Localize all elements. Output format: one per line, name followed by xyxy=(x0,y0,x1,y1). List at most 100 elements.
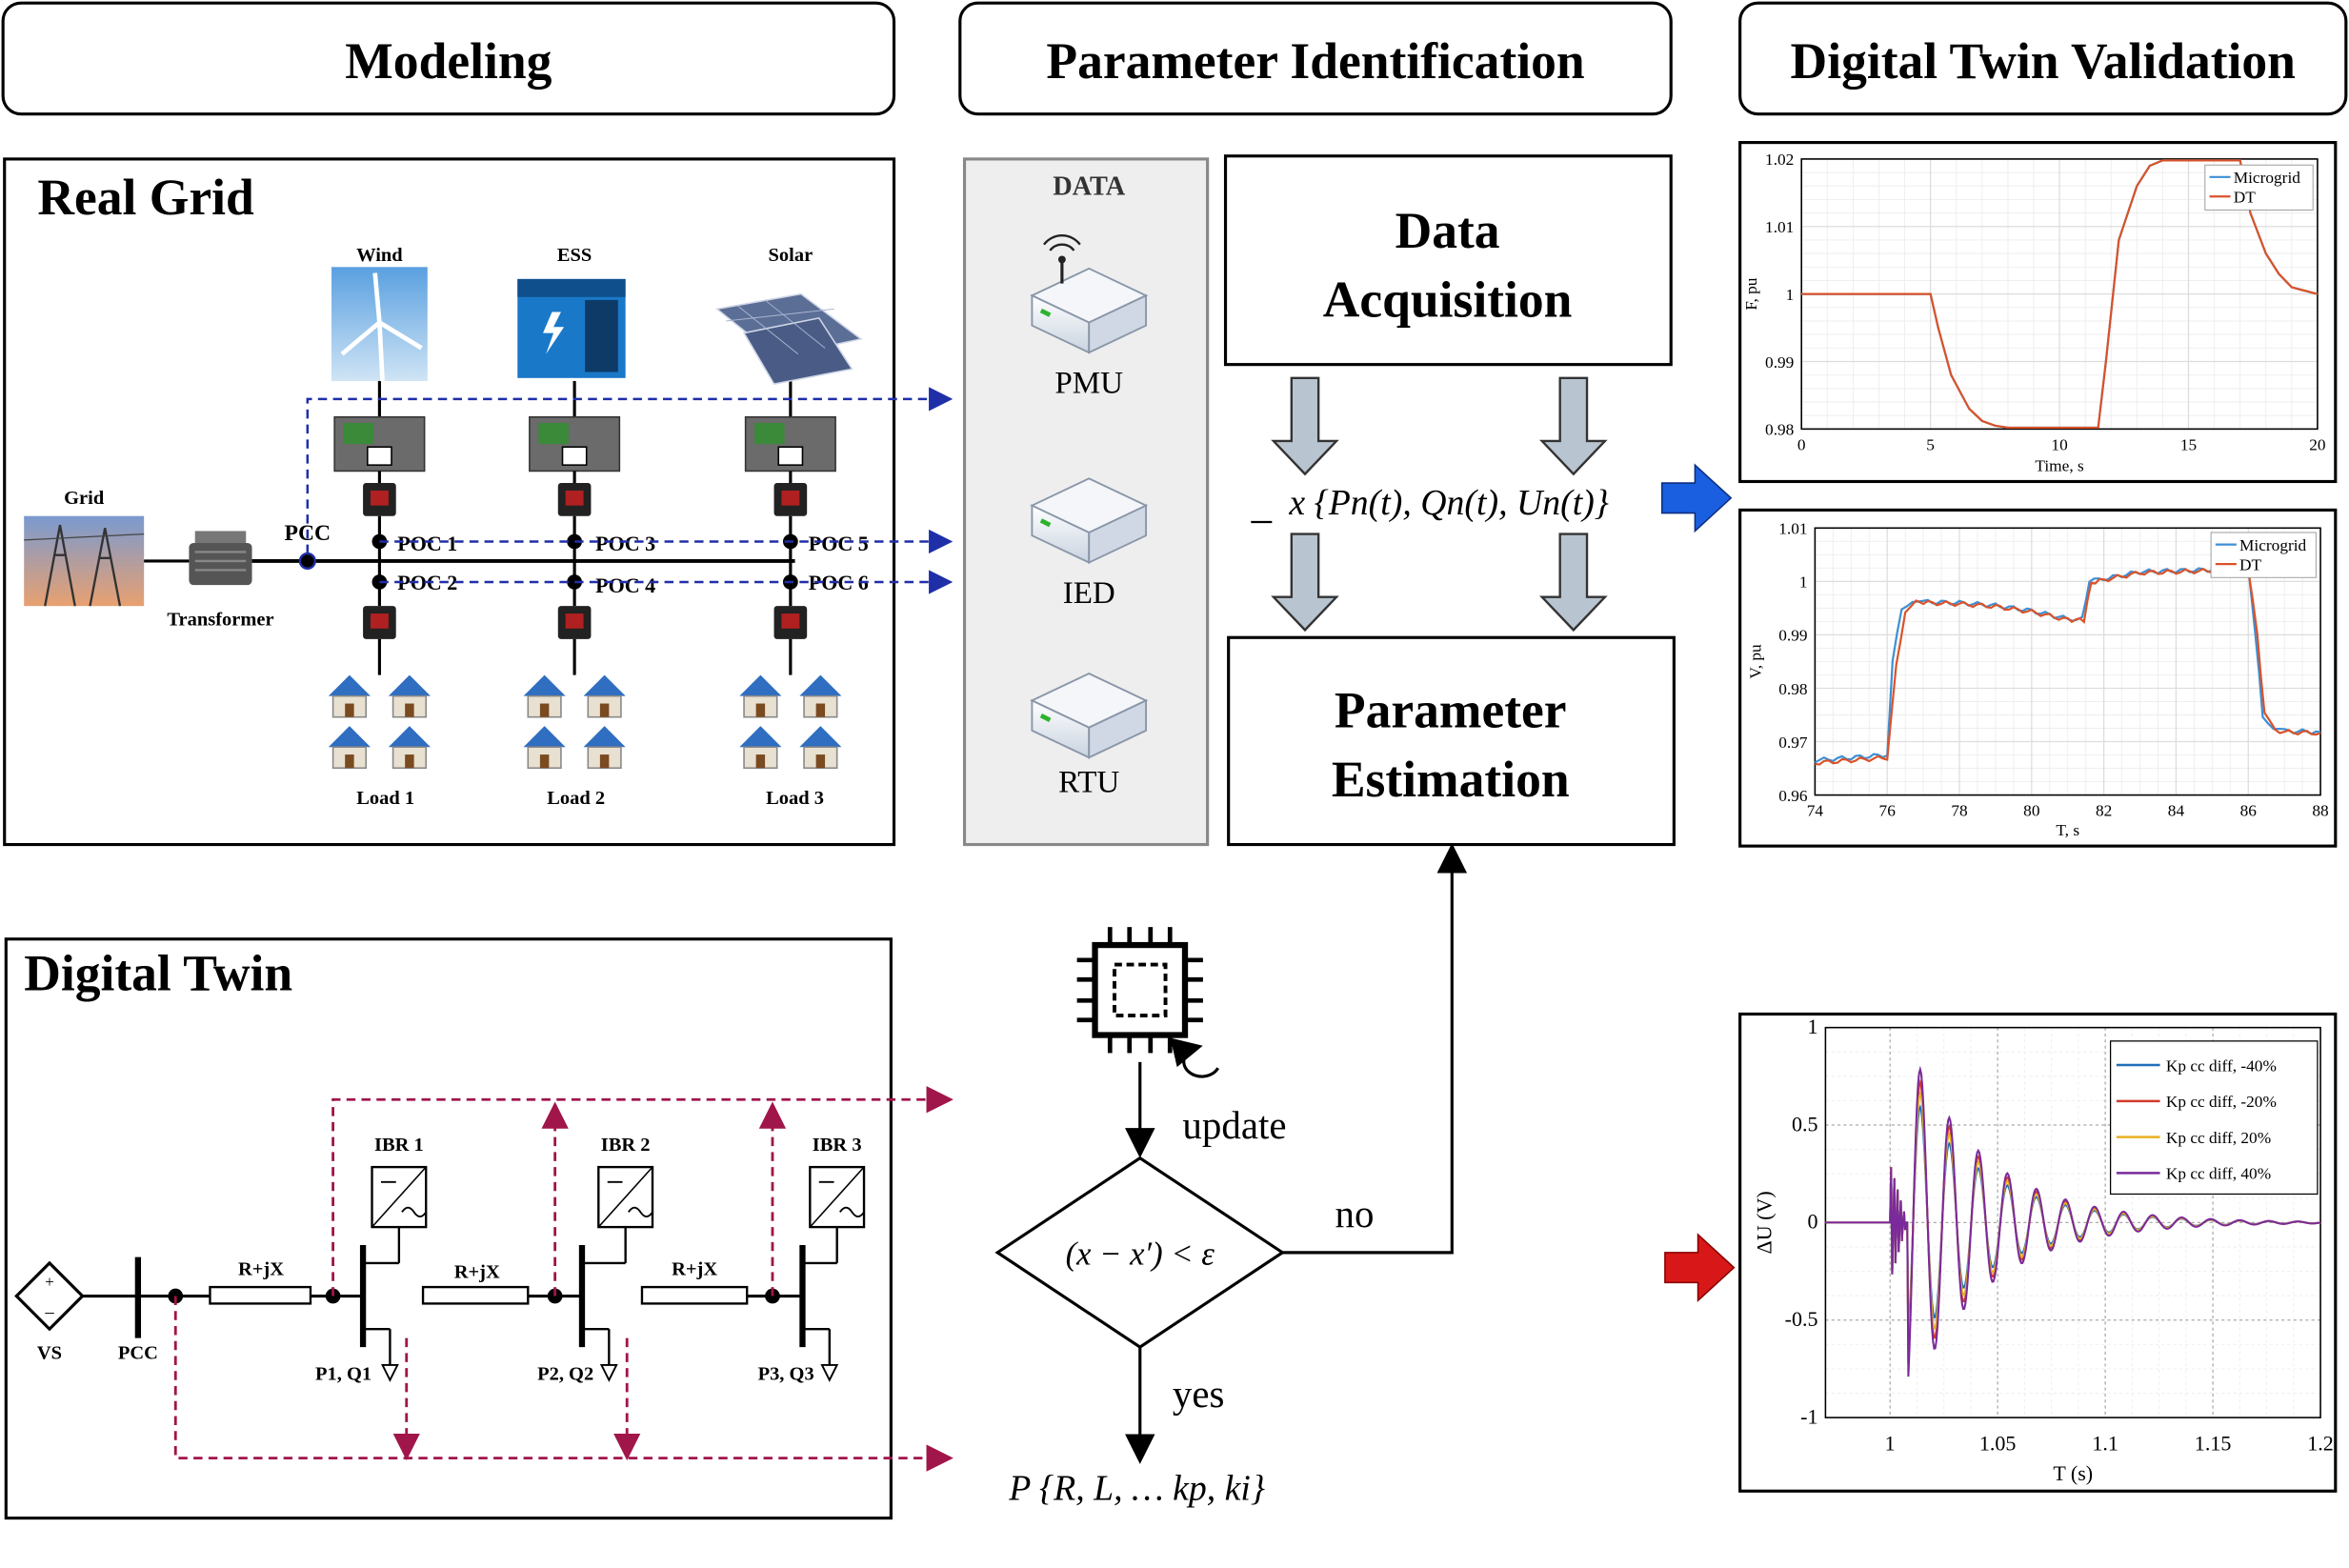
yes-label: yes xyxy=(1173,1373,1225,1416)
svg-text:IBR 2: IBR 2 xyxy=(601,1135,651,1156)
x-tick-label: 1 xyxy=(1885,1432,1896,1456)
x-tick-label: 5 xyxy=(1926,435,1935,453)
data-link-pmu xyxy=(306,387,954,554)
y-axis-label: F, pu xyxy=(1742,277,1760,311)
svg-text:Modeling: Modeling xyxy=(345,32,552,90)
down-arrow-icon xyxy=(1539,533,1608,633)
svg-text:Load 2: Load 2 xyxy=(547,788,605,809)
x-axis-label: Time, s xyxy=(2035,456,2084,474)
y-tick-label: 0.99 xyxy=(1765,353,1794,372)
impedance-icon xyxy=(640,1285,749,1305)
svg-text:Parameter Identification: Parameter Identification xyxy=(1046,32,1584,90)
data-panel: DATA PMU IED RTU xyxy=(962,157,1210,847)
x-tick-label: 76 xyxy=(1879,802,1897,820)
x-tick-label: 80 xyxy=(2023,802,2039,820)
svg-text:+: + xyxy=(45,1273,54,1291)
legend-entry: Microgrid xyxy=(2234,169,2301,187)
svg-text:R+jX: R+jX xyxy=(672,1258,717,1279)
svg-text:R+jX: R+jX xyxy=(454,1262,500,1283)
y-tick-label: 1.01 xyxy=(1765,218,1794,236)
y-tick-label: -0.5 xyxy=(1785,1307,1818,1331)
x-tick-label: 1.15 xyxy=(2195,1432,2232,1456)
y-tick-label: 1.02 xyxy=(1765,151,1794,169)
house-icon xyxy=(388,726,431,748)
svg-text:Transformer: Transformer xyxy=(167,610,273,631)
x-axis-label: T (s) xyxy=(2053,1461,2093,1485)
down-arrow-icon xyxy=(1271,533,1339,633)
x-axis-label: T, s xyxy=(2056,821,2079,839)
house-icon xyxy=(328,674,371,696)
svg-text:Acquisition: Acquisition xyxy=(1323,271,1573,328)
svg-text:Data: Data xyxy=(1395,202,1500,259)
house-icon xyxy=(799,674,842,696)
header-digital-twin-validation: Digital Twin Validation xyxy=(1738,1,2348,116)
legend-entry: DT xyxy=(2239,555,2262,573)
svg-text:IBR 3: IBR 3 xyxy=(813,1135,862,1156)
svg-text:Load 3: Load 3 xyxy=(766,788,824,809)
house-icon xyxy=(799,726,842,748)
pcc-node xyxy=(298,552,316,570)
no-label: no xyxy=(1335,1193,1374,1236)
house-icon xyxy=(583,674,626,696)
header-parameter-identification: Parameter Identification xyxy=(958,1,1673,116)
load-icon xyxy=(381,1364,399,1382)
header-modeling: Modeling xyxy=(1,1,896,116)
legend-entry: DT xyxy=(2234,189,2257,207)
legend-entry: Kp cc diff, 40% xyxy=(2166,1165,2271,1183)
svg-text:DATA: DATA xyxy=(1053,172,1126,202)
house-icon xyxy=(739,726,782,748)
voltage-source-icon: + − xyxy=(14,1260,85,1332)
ied-label: IED xyxy=(1063,576,1115,611)
x-tick-label: 10 xyxy=(2051,435,2067,453)
plot-area xyxy=(1814,527,2321,796)
svg-text:IBR 1: IBR 1 xyxy=(374,1135,424,1156)
svg-text:Load 1: Load 1 xyxy=(356,788,414,809)
y-tick-label: -1 xyxy=(1800,1404,1817,1428)
y-tick-label: 0.96 xyxy=(1778,787,1808,805)
svg-text:Wind: Wind xyxy=(356,245,403,266)
svg-text:P2, Q2: P2, Q2 xyxy=(537,1364,593,1385)
house-icon xyxy=(523,726,566,748)
house-icon xyxy=(583,726,626,748)
x-tick-label: 86 xyxy=(2240,802,2258,820)
y-tick-label: 0.98 xyxy=(1765,421,1794,439)
x-tick-label: 78 xyxy=(1951,802,1967,820)
load-icon xyxy=(599,1364,618,1382)
y-tick-label: 1 xyxy=(1799,573,1808,592)
grey-arrows xyxy=(1271,376,1608,633)
legend-entry: Kp cc diff, 20% xyxy=(2166,1129,2271,1147)
impedance-icon xyxy=(421,1285,530,1305)
ess-battery-image xyxy=(517,278,626,378)
update-label: update xyxy=(1182,1104,1286,1147)
series-line-3 xyxy=(1825,1065,2321,1377)
legend-entry: Kp cc diff, -40% xyxy=(2166,1056,2277,1075)
house-icon xyxy=(328,726,371,748)
wind-turbine-image xyxy=(331,267,428,382)
real-grid-title: Real Grid xyxy=(37,169,254,226)
red-right-arrow-icon xyxy=(1664,1233,1736,1303)
y-tick-label: 1 xyxy=(1786,286,1795,304)
svg-text:POC 1: POC 1 xyxy=(397,532,457,555)
solar-panel-image xyxy=(714,292,863,386)
svg-text:P1, Q1: P1, Q1 xyxy=(315,1364,371,1385)
svg-text:Parameter: Parameter xyxy=(1335,682,1567,739)
y-axis-label: V, pu xyxy=(1747,644,1765,679)
svg-text:−: − xyxy=(44,1304,55,1325)
legend-entry: Kp cc diff, -20% xyxy=(2166,1093,2277,1111)
house-icon xyxy=(523,674,566,696)
y-tick-label: 0.5 xyxy=(1792,1112,1818,1136)
svg-text:R+jX: R+jX xyxy=(238,1258,284,1279)
blue-right-arrow-icon xyxy=(1660,463,1733,533)
x-tick-label: 0 xyxy=(1797,435,1806,453)
processor-chip-icon xyxy=(1076,927,1203,1054)
y-tick-label: 0.98 xyxy=(1778,680,1807,698)
svg-text:Solar: Solar xyxy=(769,245,813,266)
svg-text:Digital Twin Validation: Digital Twin Validation xyxy=(1791,32,2296,90)
legend xyxy=(2210,532,2317,578)
legend-entry: Microgrid xyxy=(2239,536,2307,554)
x-tick-label: 88 xyxy=(2312,802,2328,820)
impedance-icon xyxy=(209,1285,312,1305)
svg-text:POC 4: POC 4 xyxy=(595,573,655,597)
refresh-arrow-icon xyxy=(1170,1037,1220,1078)
